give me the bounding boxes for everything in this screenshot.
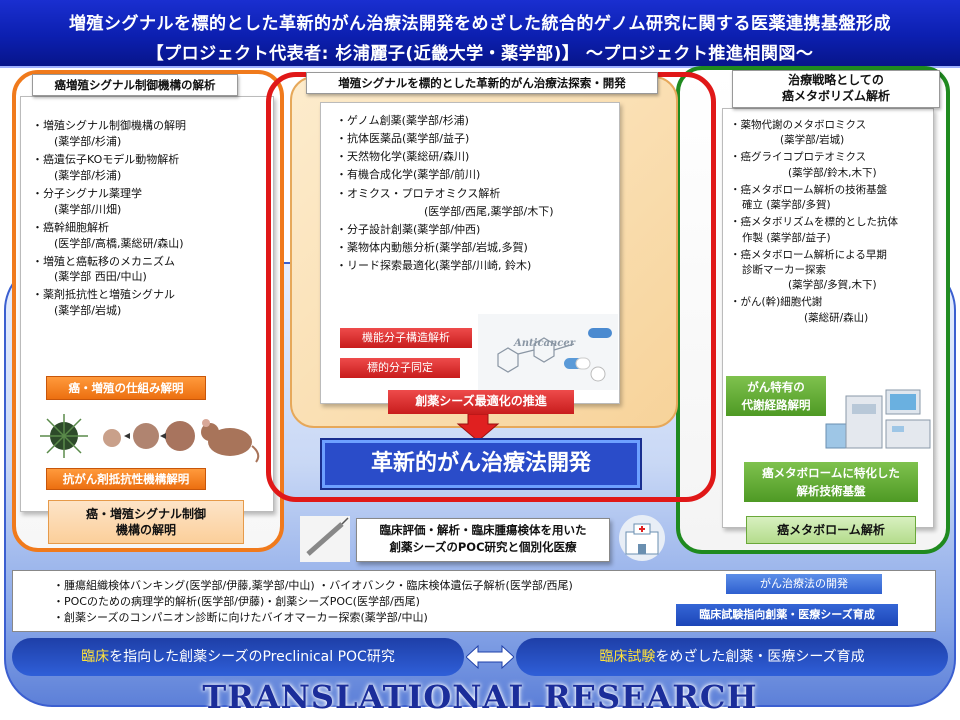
innovative-cancer-therapy-box: 革新的がん治療法開発 xyxy=(322,440,640,488)
list-item: ・増殖と癌転移のメカニズム (薬学部 西田/中山) xyxy=(32,254,175,284)
target-molecule-badge: 標的分子同定 xyxy=(340,358,460,378)
double-arrow xyxy=(466,644,514,670)
header-banner: 増殖シグナルを標的とした革新的がん治療法開発をめざした統合的ゲノム研究に関する医… xyxy=(0,0,960,68)
list-item: ・薬物代謝のメタボロミクス (薬学部/岩城) xyxy=(730,119,867,147)
list-item: ・分子シグナル薬理学 (薬学部/川畑) xyxy=(32,186,142,216)
left-conclusion-box: 癌・増殖シグナル制御 機構の解明 xyxy=(48,500,244,544)
anticancer-drug-illustration xyxy=(478,314,618,390)
center-list: ・ゲノム創薬(薬学部/杉浦) ・抗体医薬品(薬学部/益子) ・天然物化学(薬総研… xyxy=(336,112,616,275)
cell-cluster-icon xyxy=(103,421,195,451)
drug-seed-optimization-badge: 創薬シーズ最適化の推進 xyxy=(388,390,574,414)
header-title-line2: 【プロジェクト代表者: 杉浦麗子(近畿大学・薬学部)】 〜プロジェクト推進相関図… xyxy=(146,44,814,64)
header-title-line1: 増殖シグナルを標的とした革新的がん治療法開発をめざした統合的ゲノム研究に関する医… xyxy=(69,14,891,34)
right-sheet xyxy=(722,108,934,528)
list-item: ・分子設計創薬(薬学部/仲西) xyxy=(336,222,481,236)
list-item: ・癌遺伝子KOモデル動物解析 (薬学部/杉浦) xyxy=(32,152,180,182)
down-arrow xyxy=(456,414,500,442)
anticancer-label: Anticancer xyxy=(514,338,576,349)
clinical-trial-seed-badge: 臨床試験指向創薬・医療シーズ育成 xyxy=(676,604,898,626)
drug-resistance-badge: 抗がん剤抵抗性機構解明 xyxy=(46,468,206,490)
list-item: (医学部/西尾,薬学部/木下) xyxy=(424,204,554,218)
right-list: ・薬物代謝のメタボロミクス (薬学部/岩城) ・癌グライコプロテオミクス (薬学… xyxy=(730,118,940,328)
mouse-icon xyxy=(201,419,260,463)
cancer-growth-mechanism-badge: 癌・増殖の仕組み解明 xyxy=(46,376,206,400)
list-item: ・リード探索最適化(薬学部/川崎, 鈴木) xyxy=(336,259,532,273)
list-item: ・癌メタボローム解析による早期 診断マーカー探索 (薬学部/多賀,木下) xyxy=(730,248,887,292)
metabolic-pathway-badge: がん特有の 代謝経路解明 xyxy=(726,376,826,416)
list-item: ・がん(幹)細胞代謝 (薬総研/森山) xyxy=(730,296,869,324)
clinical-evaluation-box: 臨床評価・解析・臨床腫瘍検体を用いた 創薬シーズのPOC研究と個別化医療 xyxy=(356,518,610,562)
cell-mouse-illustration xyxy=(40,414,260,463)
list-item: ・オミクス・プロテオミクス解析 xyxy=(336,186,501,200)
cancer-cell-icon xyxy=(40,414,88,458)
list-item: ・抗体医薬品(薬学部/益子) xyxy=(336,132,470,146)
list-item: ・薬剤抵抗性と増殖シグナル (薬学部/岩城) xyxy=(32,288,175,318)
metabolome-tech-badge: 癌メタボロームに特化した 解析技術基盤 xyxy=(744,462,918,502)
lab-equipment-illustration xyxy=(825,389,931,449)
list-item: ・癌幹細胞解析 (医学部/高橋,薬総研/森山) xyxy=(32,220,184,250)
cancer-therapy-dev-badge: がん治療法の開発 xyxy=(726,574,882,594)
hospital-icon xyxy=(619,515,665,561)
preclinical-poc-pill: 臨床を指向した創薬シーズのPreclinical POC研究 xyxy=(12,638,464,676)
right-panel-title: 治療戦略としての 癌メタボリズム解析 xyxy=(732,70,940,108)
clinical-trial-pill: 臨床試験をめざした創薬・医療シーズ育成 xyxy=(516,638,948,676)
list-item: ・癌メタボリズムを標的とした抗体 作製 (薬学部/益子) xyxy=(730,216,898,244)
list-item: ・薬物体内動態分析(薬学部/岩城,多賀) xyxy=(336,240,528,254)
list-item: ・癌メタボローム解析の技術基盤 確立 (薬学部/多賀) xyxy=(730,183,888,212)
left-panel-title: 癌増殖シグナル制御機構の解析 xyxy=(32,74,238,96)
list-item: ・癌グライコプロテオミクス (薬学部/鈴木,木下) xyxy=(730,151,877,179)
list-item: ・増殖シグナル制御機構の解明 (薬学部/杉浦) xyxy=(32,119,186,148)
translational-research-footer: TRANSLATIONAL RESEARCH xyxy=(202,678,758,716)
molecular-structure-badge: 機能分子構造解析 xyxy=(340,328,472,348)
list-item: ・ゲノム創薬(薬学部/杉浦) xyxy=(336,114,469,127)
bottom-row-3: ・創薬シーズのコンパニオン診断に向けたバイオマーカー探索(薬学部/中山) xyxy=(53,610,428,624)
center-panel-title: 増殖シグナルを標的とした革新的がん治療法探索・開発 xyxy=(306,72,658,94)
right-conclusion-box: 癌メタボローム解析 xyxy=(746,516,916,544)
list-item: ・有機合成化学(薬学部/前川) xyxy=(336,168,481,182)
bottom-row-1: ・腫瘍組織検体バンキング(医学部/伊藤,薬学部/中山) ・バイオバンク・臨床検体… xyxy=(53,579,573,592)
left-list: ・増殖シグナル制御機構の解明 (薬学部/杉浦) ・癌遺伝子KOモデル動物解析 (… xyxy=(32,118,272,321)
list-item: ・天然物化学(薬総研/森川) xyxy=(336,150,470,164)
syringe-icon xyxy=(300,516,350,562)
bottom-row-2: ・POCのための病理学的解析(医学部/伊藤)・創薬シーズPOC(医学部/西尾) xyxy=(53,594,420,608)
